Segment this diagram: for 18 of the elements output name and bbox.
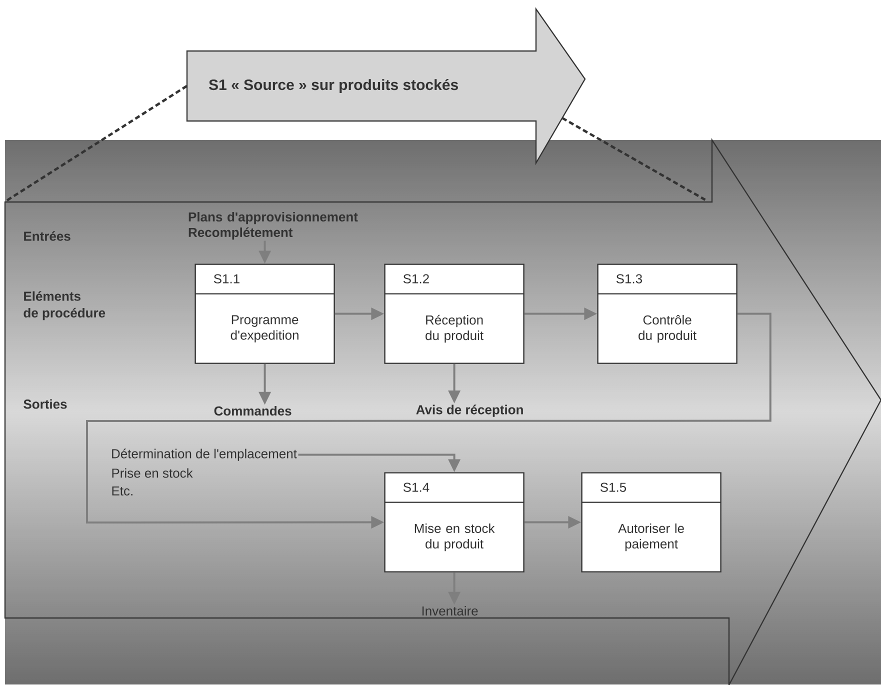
text-label: Inventaire (422, 606, 478, 616)
arrow-shape (4, 138, 881, 685)
text-label: Etc. (112, 486, 132, 496)
process-box: S1.1 Programme d'expedition (194, 264, 335, 364)
text-label: Entrées (24, 231, 70, 241)
process-box: S1.3 Contrôle du produit (597, 264, 738, 364)
text-label: Eléments (24, 291, 80, 301)
process-box: S1.4 Mise en stock du produit (384, 472, 524, 572)
process-box: S1.2 Réception du produit (384, 264, 524, 364)
text-label: Commandes (214, 406, 292, 416)
text-label: Détermination de l'emplacement (112, 448, 297, 461)
text-label: Avis de réception (416, 404, 523, 417)
dashed-line (562, 116, 706, 201)
text-label: Sorties (24, 399, 67, 409)
text-label: Plans d'approvisionnement Recomplétement (188, 212, 358, 240)
process-box: S1.5 Autoriser le paiement (581, 472, 722, 572)
text-label: Prise en stock (112, 468, 193, 478)
text-label: de procédure (24, 308, 106, 320)
